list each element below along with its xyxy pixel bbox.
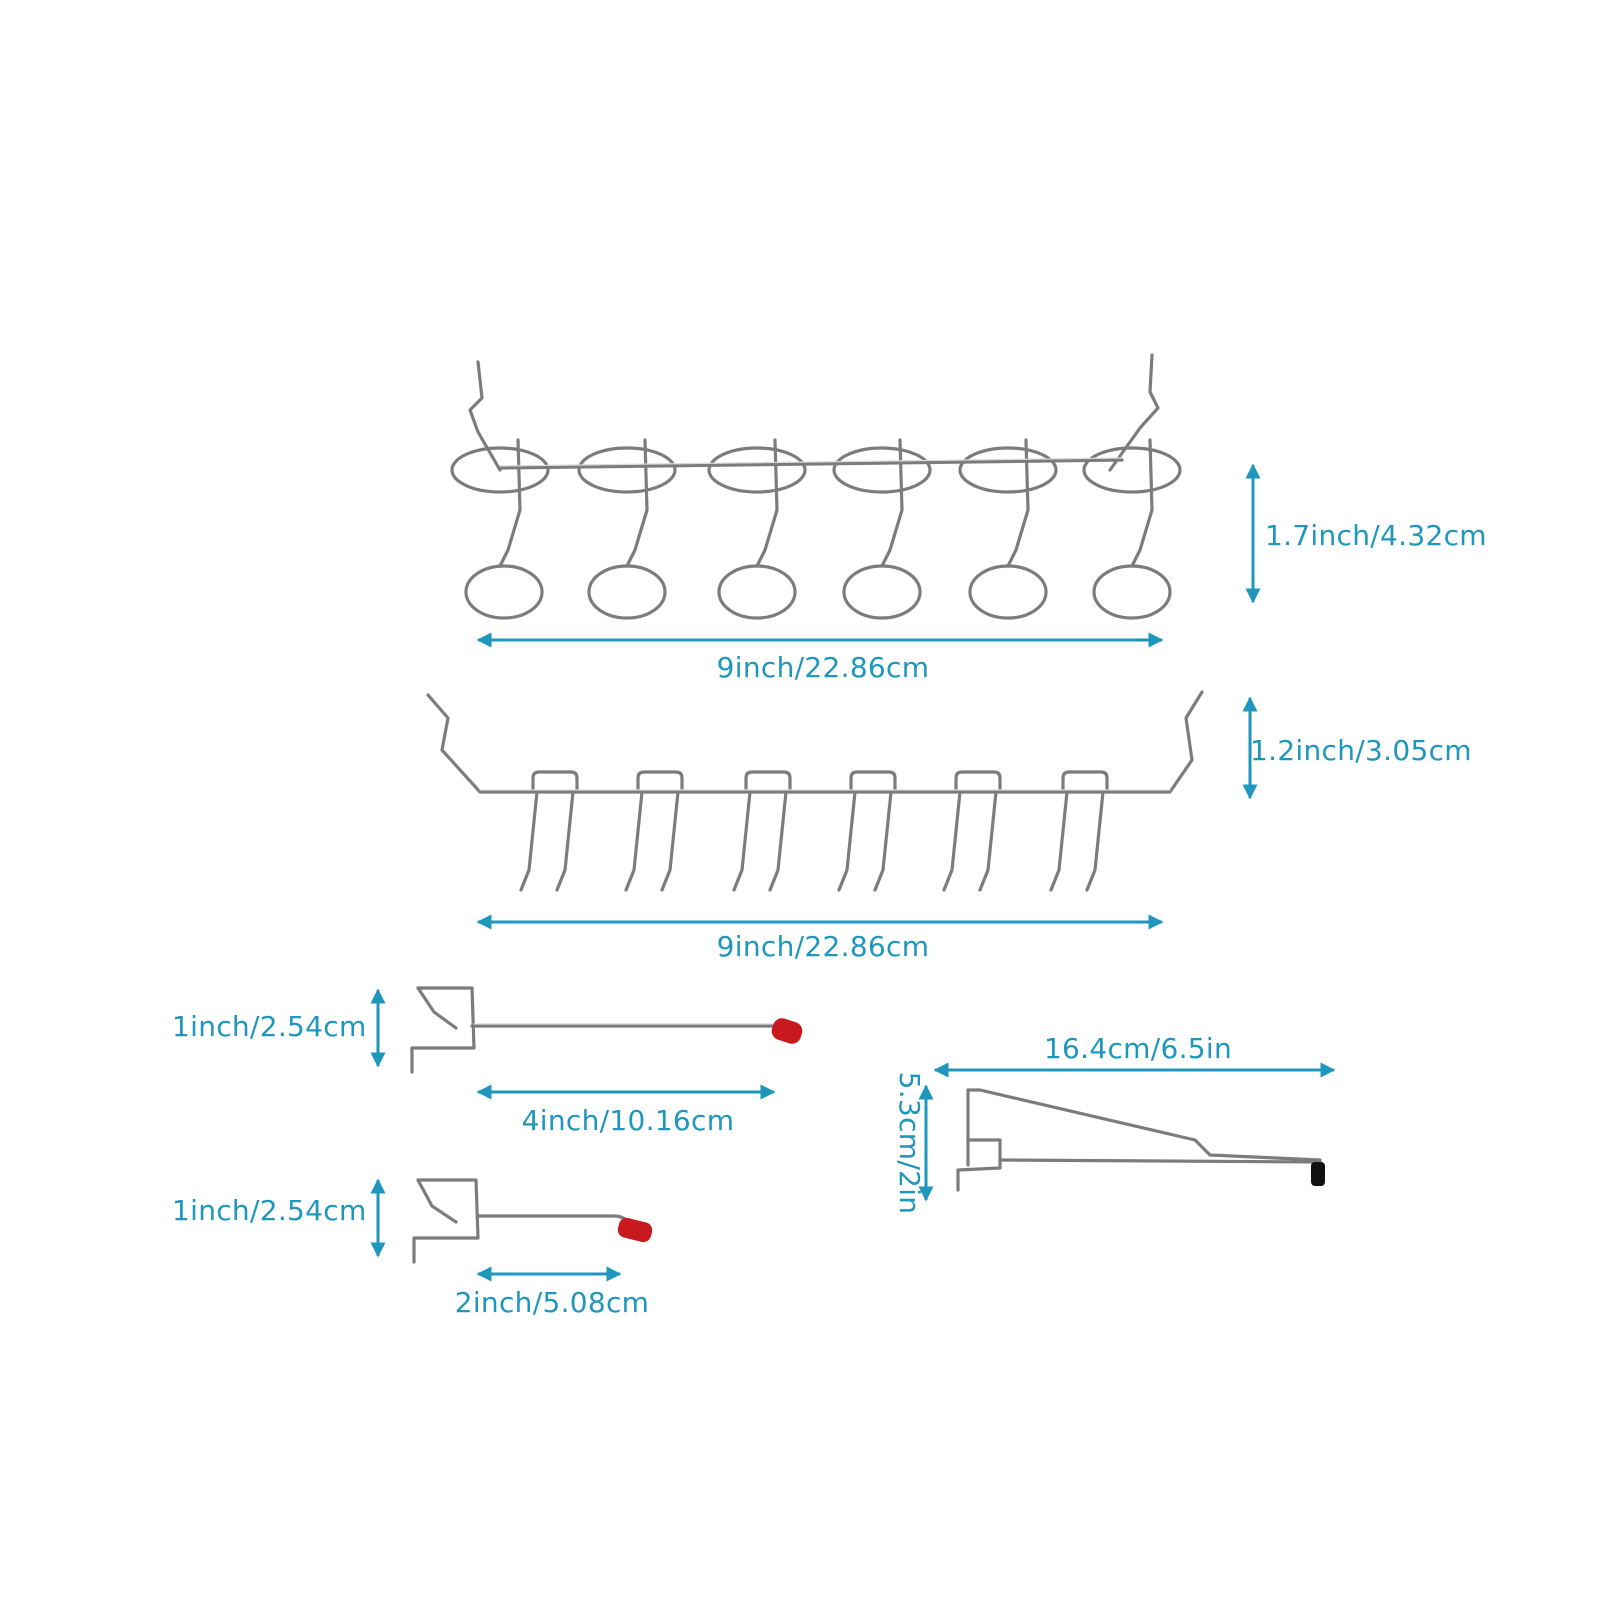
fork-hook-unit xyxy=(519,770,579,892)
short-hook-red-tip xyxy=(617,1217,653,1243)
ring-hook-unit xyxy=(958,438,1058,620)
angled-hook-black-tip xyxy=(1311,1162,1325,1186)
fork-hook-unit xyxy=(1049,770,1109,892)
ring-rack-width-label: 9inch/22.86cm xyxy=(717,651,930,684)
angled-hook-length-label: 16.4cm/6.5in xyxy=(1044,1032,1232,1065)
long-hook-height-label: 1inch/2.54cm xyxy=(172,1010,367,1043)
fork-hook-rack-icon xyxy=(426,690,1204,892)
fork-hook-unit xyxy=(837,770,897,892)
long-peg-hook-icon xyxy=(410,986,803,1074)
angled-hook-height-label: 5.3cm/2in xyxy=(893,1072,926,1215)
fork-rack-height-label: 1.2inch/3.05cm xyxy=(1250,734,1472,767)
long-hook-red-tip xyxy=(771,1018,803,1044)
short-hook-length-label: 2inch/5.08cm xyxy=(455,1286,650,1319)
long-hook-length-label: 4inch/10.16cm xyxy=(522,1104,735,1137)
ring-hook-unit xyxy=(450,438,550,620)
ring-hook-unit xyxy=(707,438,807,620)
ring-hook-unit xyxy=(577,438,677,620)
fork-hook-unit xyxy=(732,770,792,892)
angled-peg-hook-icon xyxy=(956,1088,1325,1192)
fork-rack-width-label: 9inch/22.86cm xyxy=(717,930,930,963)
fork-hook-unit xyxy=(942,770,1002,892)
short-hook-height-label: 1inch/2.54cm xyxy=(172,1194,367,1227)
ring-hook-unit xyxy=(1082,438,1182,620)
short-peg-hook-icon xyxy=(412,1178,653,1264)
ring-hook-unit xyxy=(832,438,932,620)
fork-hook-unit xyxy=(624,770,684,892)
ring-hook-rack-icon xyxy=(450,353,1182,620)
ring-rack-height-label: 1.7inch/4.32cm xyxy=(1265,519,1487,552)
